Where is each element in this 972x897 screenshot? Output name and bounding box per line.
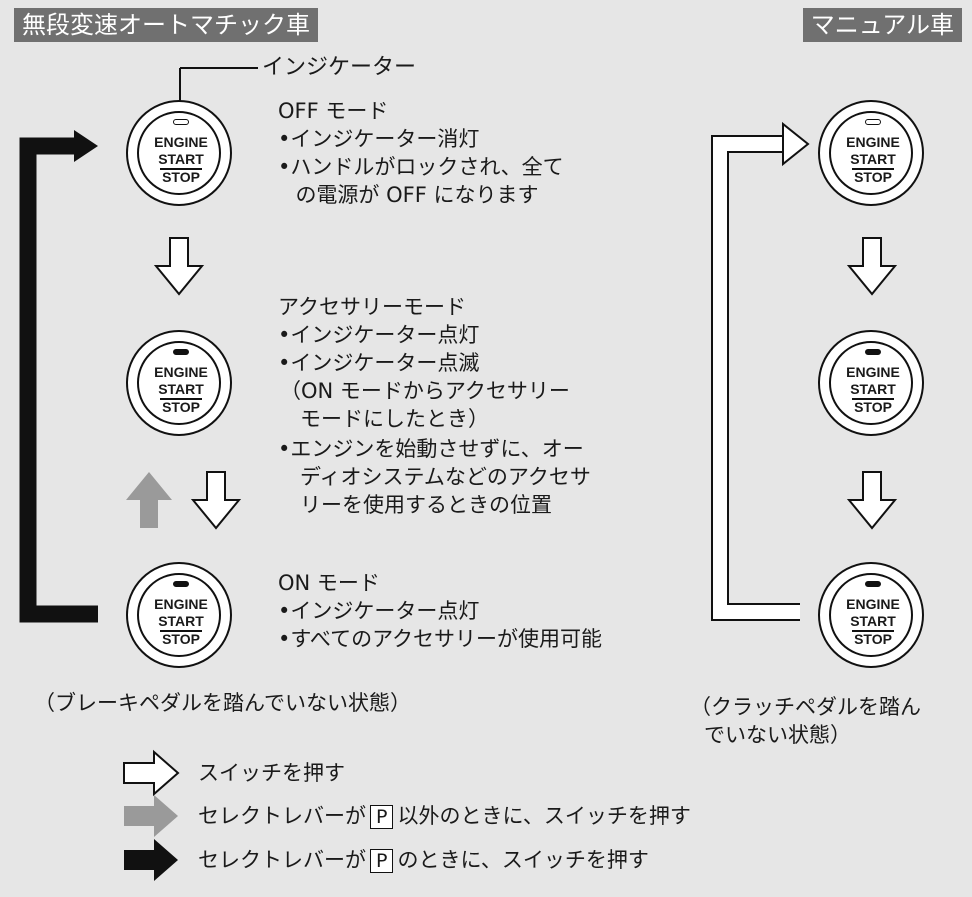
button-label-engine: ENGINE: [154, 134, 208, 150]
button-label-start: START: [850, 613, 896, 629]
p-position-box: P: [370, 805, 394, 829]
button-label-stop: STOP: [162, 631, 200, 647]
gray-up-arrow: [126, 472, 172, 528]
button-label-engine: ENGINE: [154, 364, 208, 380]
down-arrow-off-to-acc: [153, 237, 205, 296]
button-label-stop: STOP: [162, 169, 200, 185]
engine-button-accessory: ENGINE START STOP: [126, 330, 232, 436]
indicator-lamp-lit: [173, 349, 189, 355]
off-mode-line: •ハンドルがロックされ、全て: [278, 155, 564, 179]
indicator-lamp-off: [173, 119, 189, 125]
legend-gray-text-before: セレクトレバーが: [198, 804, 366, 828]
off-mode-line: •インジケーター消灯: [278, 127, 480, 151]
accessory-mode-line: モードにしたとき）: [300, 407, 489, 431]
accessory-mode-title: アクセサリーモード: [278, 295, 466, 319]
button-label-engine: ENGINE: [154, 596, 208, 612]
legend-gray-text-after: 以外のときに、スイッチを押す: [397, 804, 691, 828]
accessory-mode-line: •エンジンを始動させずに、オー: [278, 437, 584, 461]
legend-black-text-after: のときに、スイッチを押す: [397, 848, 649, 872]
on-mode-title: ON モード: [278, 571, 380, 595]
legend-black-arrow-icon: [124, 839, 178, 881]
manual-down-arrow-2: [846, 471, 898, 530]
engine-button-off: ENGINE START STOP: [126, 100, 232, 206]
button-label-stop: STOP: [854, 169, 892, 185]
accessory-mode-line: •インジケーター点滅: [278, 351, 480, 375]
manual-down-arrow-1: [846, 237, 898, 296]
white-return-arrowhead: [782, 121, 810, 167]
on-mode-line: •インジケーター点灯: [278, 599, 480, 623]
indicator-lamp-off: [865, 119, 881, 125]
button-label-engine: ENGINE: [846, 134, 900, 150]
accessory-mode-line: リーを使用するときの位置: [300, 493, 552, 517]
button-label-start: START: [850, 381, 896, 397]
indicator-lamp-lit: [865, 581, 881, 587]
button-label-engine: ENGINE: [846, 364, 900, 380]
black-return-arrowhead: [74, 130, 98, 162]
manual-note-line2: でいない状態）: [704, 723, 851, 747]
white-return-arrow-fill: [713, 137, 800, 619]
legend-white-arrow-icon: [123, 749, 180, 797]
legend-gray-arrow-icon: [124, 795, 178, 837]
manual-engine-button-accessory: ENGINE START STOP: [818, 330, 924, 436]
automatic-header: 無段変速オートマチック車: [14, 8, 318, 42]
off-mode-line: の電源が OFF になります: [295, 183, 539, 207]
accessory-mode-line: ディオシステムなどのアクセサ: [300, 465, 591, 489]
engine-button-on: ENGINE START STOP: [126, 562, 232, 668]
indicator-lamp-lit: [865, 349, 881, 355]
manual-note-line1: （クラッチペダルを踏ん: [690, 695, 921, 719]
p-position-box: P: [370, 849, 394, 873]
manual-header: マニュアル車: [802, 8, 962, 42]
legend-black-text-before: セレクトレバーが: [198, 848, 366, 872]
button-label-stop: STOP: [162, 399, 200, 415]
accessory-mode-line: •インジケーター点灯: [278, 323, 480, 347]
accessory-mode-line: （ON モードからアクセサリー: [280, 379, 570, 403]
white-return-arrow-outline: [711, 135, 800, 621]
black-return-arrow-line: [19, 137, 98, 623]
off-mode-title: OFF モード: [278, 99, 389, 123]
down-arrow-acc-to-on: [190, 471, 242, 530]
button-label-start: START: [850, 151, 896, 167]
indicator-label: インジケーター: [262, 55, 417, 80]
button-label-start: START: [158, 613, 204, 629]
button-label-stop: STOP: [854, 631, 892, 647]
button-label-engine: ENGINE: [846, 596, 900, 612]
button-label-start: START: [158, 381, 204, 397]
automatic-note: （ブレーキペダルを踏んでいない状態）: [34, 691, 411, 715]
indicator-lamp-lit: [173, 581, 189, 587]
legend-white-text: スイッチを押す: [198, 761, 345, 785]
on-mode-line: •すべてのアクセサリーが使用可能: [278, 627, 603, 651]
manual-engine-button-off: ENGINE START STOP: [818, 100, 924, 206]
button-label-start: START: [158, 151, 204, 167]
button-label-stop: STOP: [854, 399, 892, 415]
manual-engine-button-on: ENGINE START STOP: [818, 562, 924, 668]
